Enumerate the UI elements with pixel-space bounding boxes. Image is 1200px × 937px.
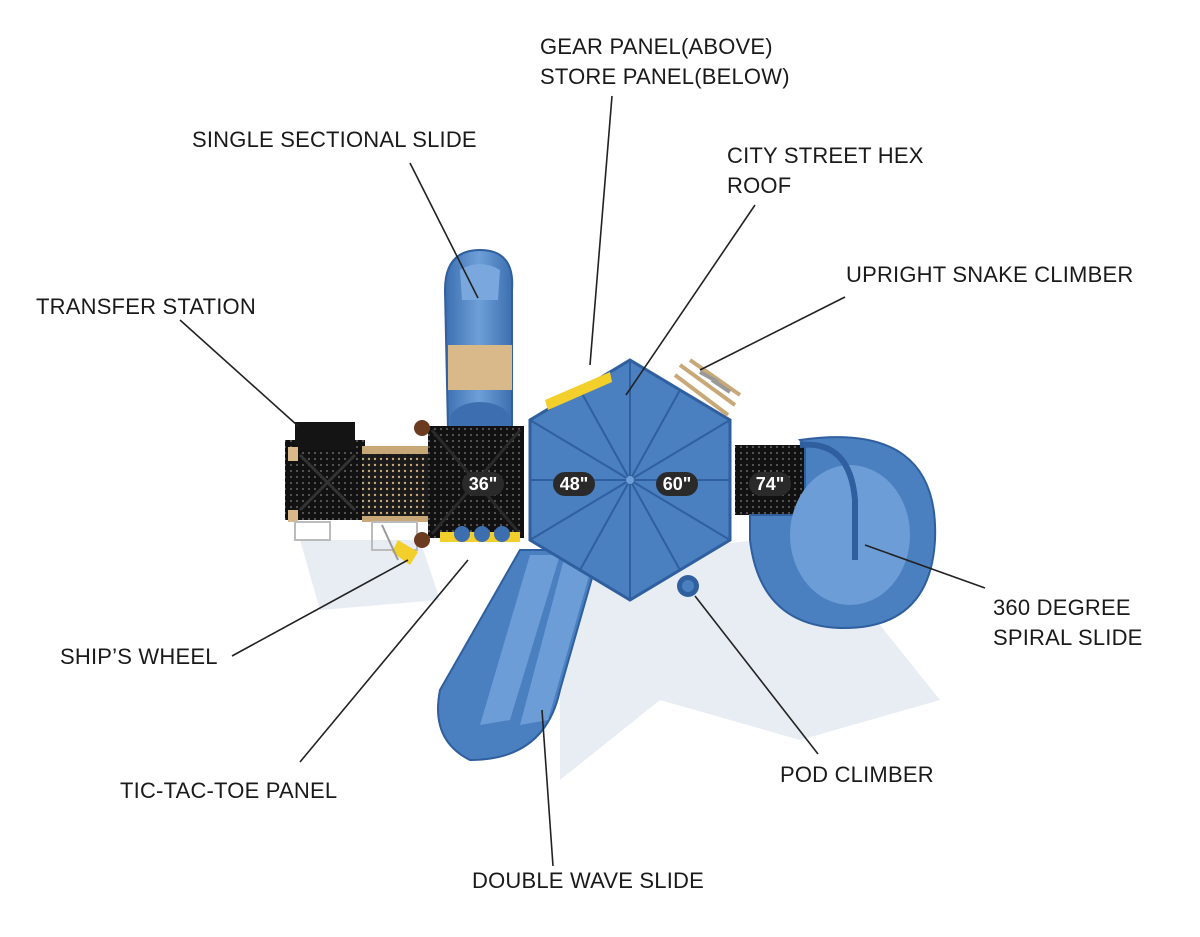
height-label-48: 48": [560, 474, 589, 494]
height-badge-74: 74": [749, 472, 791, 496]
callout-hex-roof-line1: CITY STREET HEX: [727, 143, 924, 168]
city-street-hex-roof: [528, 358, 732, 602]
leader-transfer-station: [179, 319, 299, 427]
callout-gear-panel-line2: STORE PANEL(BELOW): [540, 64, 790, 89]
leader-spiral-slide: [864, 544, 986, 589]
callout-double-wave: DOUBLE WAVE SLIDE: [472, 866, 704, 896]
spiral-slide: [749, 436, 937, 630]
callout-tic-tac-toe: TIC-TAC-TOE PANEL: [120, 776, 337, 806]
height-badge-36: 36": [462, 472, 504, 496]
leader-single-slide: [409, 162, 479, 299]
ships-wheel: [381, 524, 418, 565]
callout-snake-climber-label: UPRIGHT SNAKE CLIMBER: [846, 262, 1134, 287]
callout-single-sectional-slide: SINGLE SECTIONAL SLIDE: [192, 125, 477, 155]
callout-snake-climber: UPRIGHT SNAKE CLIMBER: [846, 260, 1133, 290]
transfer-station: [285, 422, 365, 541]
leader-ships-wheel: [231, 559, 409, 657]
callout-pod-climber: POD CLIMBER: [780, 760, 934, 790]
single-sectional-slide: [443, 248, 514, 438]
callout-double-wave-label: DOUBLE WAVE SLIDE: [472, 868, 705, 893]
callout-ships-wheel-label: SHIP’S WHEEL: [60, 644, 218, 669]
leader-gear-panel: [589, 95, 613, 366]
height-badge-48: 48": [553, 472, 595, 496]
callout-spiral-slide-line2: SPIRAL SLIDE: [993, 625, 1143, 650]
leader-lines: [179, 95, 986, 867]
callout-ships-wheel: SHIP’S WHEEL: [60, 642, 218, 672]
callout-spiral-slide-line1: 360 DEGREE: [993, 595, 1131, 620]
height-label-60: 60": [663, 474, 692, 494]
upright-snake-climber: [673, 358, 742, 417]
height-label-36: 36": [469, 474, 498, 494]
leader-tic-tac-toe: [299, 559, 469, 763]
callout-hex-roof-line2: ROOF: [727, 173, 792, 198]
double-wave-slide: [437, 549, 602, 762]
callout-spiral-slide: 360 DEGREE SPIRAL SLIDE: [993, 593, 1143, 653]
bridge: [362, 446, 430, 551]
height-badge-60: 60": [656, 472, 698, 496]
callout-hex-roof: CITY STREET HEX ROOF: [727, 141, 924, 201]
leader-pod-climber: [694, 595, 819, 755]
callout-pod-climber-label: POD CLIMBER: [780, 762, 934, 787]
callout-single-sectional-slide-label: SINGLE SECTIONAL SLIDE: [192, 127, 477, 152]
leader-double-wave: [541, 709, 554, 867]
leader-snake-climber: [699, 296, 846, 371]
leader-hex-roof: [625, 204, 756, 396]
pod-climber: [677, 575, 699, 597]
callout-transfer-station-label: TRANSFER STATION: [36, 294, 256, 319]
callout-gear-panel-line1: GEAR PANEL(ABOVE): [540, 34, 773, 59]
height-label-74: 74": [756, 474, 785, 494]
callout-transfer-station: TRANSFER STATION: [36, 292, 256, 322]
callout-gear-panel: GEAR PANEL(ABOVE) STORE PANEL(BELOW): [540, 32, 790, 92]
callout-tic-tac-toe-label: TIC-TAC-TOE PANEL: [120, 778, 338, 803]
